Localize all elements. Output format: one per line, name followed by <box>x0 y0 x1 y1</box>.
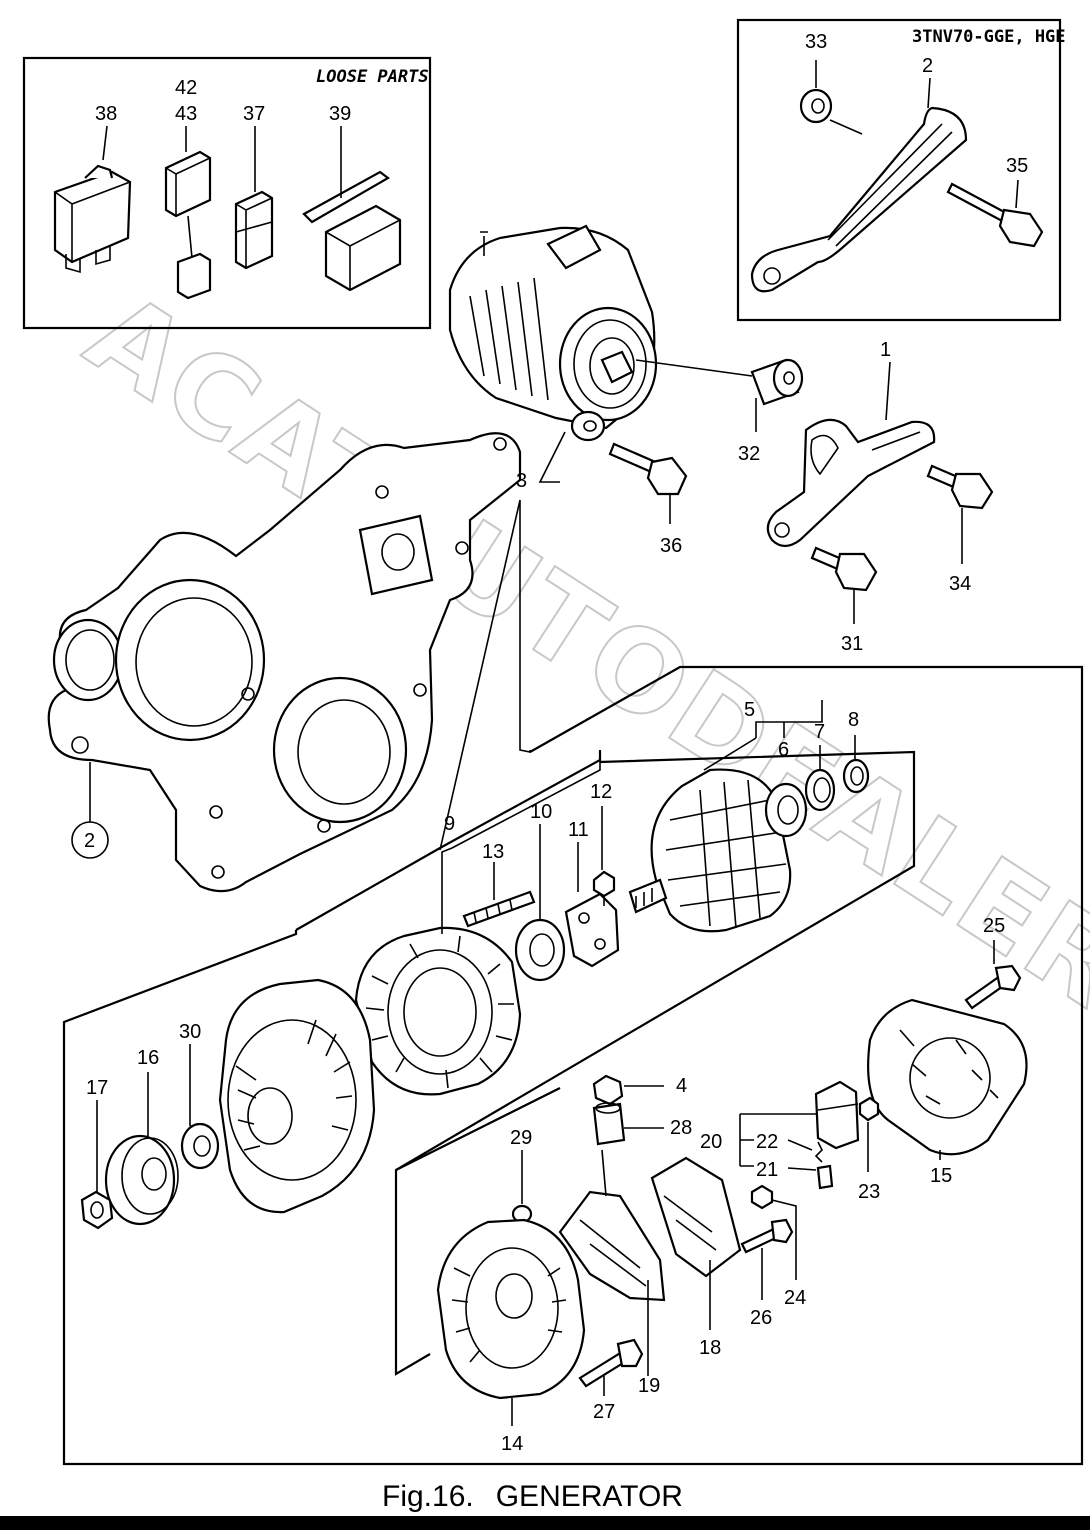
part-35-bolt <box>946 182 1044 248</box>
callout-1: 1 <box>880 339 891 361</box>
alternator-assembly <box>448 224 658 442</box>
callout-19: 19 <box>638 1375 660 1397</box>
callout-3: 3 <box>516 470 527 492</box>
callout-38: 38 <box>95 103 117 125</box>
part-4-nut <box>592 1074 624 1106</box>
callout-28: 28 <box>670 1117 692 1139</box>
loose-parts-frame <box>22 56 432 330</box>
part-25-bolt <box>964 964 1022 1010</box>
part-37-connector <box>234 190 274 270</box>
callout-2: 2 <box>922 55 933 77</box>
part-17-nut <box>80 1190 114 1230</box>
figure-caption: Fig.16. GENERATOR <box>382 1480 683 1513</box>
part-30-collar <box>180 1122 220 1170</box>
part-9-stator <box>354 926 522 1096</box>
callout-5: 5 <box>744 699 755 721</box>
callout-16: 16 <box>137 1047 159 1069</box>
part-32-spacer <box>750 358 804 406</box>
part-15-rear-cover <box>867 998 1028 1156</box>
part-19-rectifier <box>558 1149 666 1302</box>
front-housing <box>218 978 376 1214</box>
part-5-rotor <box>628 768 792 933</box>
part-33-spacer <box>799 88 833 124</box>
part-12-screw <box>592 870 616 906</box>
callout-17: 17 <box>86 1077 108 1099</box>
callout-11: 11 <box>568 819 589 841</box>
loose-parts-label: LOOSE PARTS <box>316 67 429 87</box>
part-1-bracket <box>766 418 936 548</box>
callout-4: 4 <box>676 1075 687 1097</box>
part-21-brush <box>816 1164 834 1190</box>
callout-25: 25 <box>983 915 1005 937</box>
callout-26: 26 <box>750 1307 772 1329</box>
callout-20: 20 <box>700 1131 722 1153</box>
part-6-bearing <box>764 782 808 838</box>
part-34-bolt <box>926 464 994 510</box>
callout-29: 29 <box>510 1127 532 1149</box>
callout-12: 12 <box>590 781 612 803</box>
variant-frame <box>736 18 1062 322</box>
callout-21: 21 <box>756 1159 778 1181</box>
part-36-bolt <box>608 442 688 496</box>
callout-15: 15 <box>930 1165 952 1187</box>
callout-30: 30 <box>179 1021 201 1043</box>
callout-43: 43 <box>175 103 197 125</box>
caption-title: GENERATOR <box>496 1480 683 1513</box>
callout-42: 42 <box>175 77 197 99</box>
callout-31: 31 <box>841 633 863 655</box>
callout-18: 18 <box>699 1337 721 1359</box>
variant-label: 3TNV70-GGE, HGE <box>912 27 1066 47</box>
part-11-plate <box>564 892 620 968</box>
part-31-bolt <box>810 546 878 592</box>
part-27-bolt <box>578 1338 644 1388</box>
part-24-nut <box>750 1184 774 1210</box>
part-22-spring <box>814 1141 823 1163</box>
callout-2-circle <box>71 821 109 859</box>
callout-7: 7 <box>814 721 825 743</box>
loose-parts-box: LOOSE PARTS 38 <box>22 56 432 330</box>
callout-24: 24 <box>784 1287 806 1309</box>
part-39-relay <box>302 170 402 292</box>
callout-22: 22 <box>756 1131 778 1153</box>
part-10-bearing <box>514 918 566 982</box>
part-18-regulator <box>650 1156 742 1278</box>
part-13-stud <box>462 890 536 928</box>
callout-10: 10 <box>530 801 552 823</box>
part-28-insulator <box>592 1102 626 1146</box>
part-8-washer <box>842 758 870 794</box>
part-20-brush-holder <box>814 1080 860 1150</box>
callout-13: 13 <box>482 841 504 863</box>
bottom-bar <box>0 1516 1090 1530</box>
callout-32: 32 <box>738 443 760 465</box>
callout-33: 33 <box>805 31 827 53</box>
exploded-view-frame <box>62 665 1084 1466</box>
callout-37: 37 <box>243 103 265 125</box>
part-26-bolt <box>740 1218 794 1254</box>
caption-prefix: Fig.16. <box>382 1480 474 1513</box>
part-2-adjust-bar <box>750 106 968 293</box>
callout-34: 34 <box>949 573 971 595</box>
part-23-screw <box>858 1096 880 1122</box>
part-42-43-sensor <box>164 150 212 300</box>
callout-8: 8 <box>848 709 859 731</box>
part-14-rear-housing <box>436 1218 586 1400</box>
callout-2-case: 2 <box>84 830 95 852</box>
gear-case <box>47 432 522 893</box>
callout-23: 23 <box>858 1181 880 1203</box>
callout-14: 14 <box>501 1433 523 1455</box>
callout-35: 35 <box>1006 155 1028 177</box>
callout-6: 6 <box>778 739 789 761</box>
callout-39: 39 <box>329 103 351 125</box>
callout-9: 9 <box>444 813 455 835</box>
callout-36: 36 <box>660 535 682 557</box>
variant-box: 3TNV70-GGE, HGE 33 2 35 <box>736 18 1066 322</box>
part-38-relay <box>53 164 132 274</box>
part-16-pulley <box>104 1134 179 1226</box>
part-7-ring <box>804 768 836 812</box>
callout-27: 27 <box>593 1401 615 1423</box>
